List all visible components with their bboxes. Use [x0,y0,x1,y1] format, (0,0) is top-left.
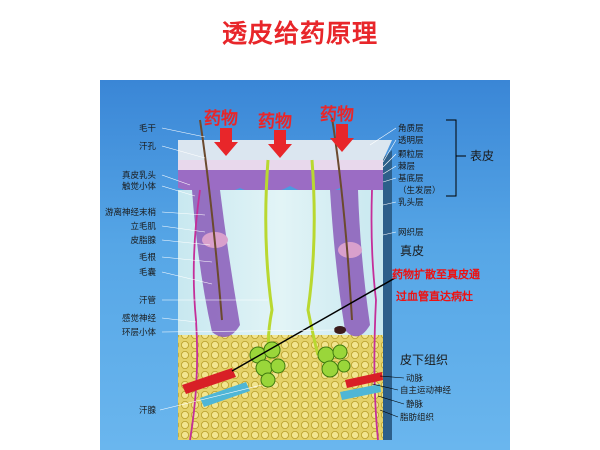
basal-layer [178,170,383,196]
stratum-corneum-layer [178,160,383,170]
label-stratum-lucidum: 透明层 [398,135,424,146]
label-tactile-corpuscle: 触觉小体 [122,181,157,192]
drug-label-2: 药物 [258,111,292,132]
label-stratum-corneum: 角质层 [398,123,424,134]
vein-right [340,384,381,400]
label-germinative-layer: （生发层） [398,185,441,196]
hair-shaft-left [199,119,223,321]
label-papillary-layer: 乳头层 [398,197,424,208]
sensory-nerve [189,189,201,441]
hair-follicle-right [330,190,370,337]
label-sensory-nerve: 感觉神经 [122,313,157,324]
label-sweat-duct: 汗管 [139,295,156,306]
right-leader-lines [369,127,397,236]
label-vein: 静脉 [406,399,424,410]
label-lamellar-corpuscle: 环层小体 [122,327,157,338]
epidermis-bracket [446,119,457,197]
label-autonomic-nerve: 自主运动神经 [400,385,452,396]
label-dermis: 真皮 [400,244,424,258]
label-hair-root: 毛根 [139,252,157,263]
label-hypodermis: 皮下组织 [400,353,448,367]
autonomic-nerve [370,189,379,441]
vein-left [200,382,250,407]
drug-label-1: 药物 [204,108,238,129]
annotation-line-2: 过血管直达病灶 [396,289,473,303]
label-arrector-pili: 立毛肌 [130,221,156,232]
sebaceous-gland-right [338,242,362,258]
label-epidermis: 表皮 [470,149,494,163]
label-stratum-granulosum: 颗粒层 [398,149,424,160]
annotation-line-1: 药物扩散至真皮通 [392,267,480,281]
label-stratum-basale: 基底层 [398,173,424,184]
sweat-gland-right [317,344,351,378]
drug-arrows [214,124,354,158]
drug-label-3: 药物 [320,104,354,125]
label-sebaceous-gland: 皮脂腺 [130,235,156,246]
label-pore: 汗孔 [139,141,157,152]
label-stratum-spinosum: 棘层 [398,162,415,172]
block-side-face [383,150,392,440]
subcutaneous-fat-layer [178,335,383,440]
sweat-duct-right [306,159,320,356]
sweat-gland-left [249,341,286,388]
label-artery: 动脉 [406,373,424,384]
label-sweat-gland: 汗腺 [139,405,157,416]
label-hair-shaft: 毛干 [139,123,157,134]
label-free-nerve-ending: 游离神经末梢 [105,207,157,218]
left-leader-lines [159,127,336,411]
slide-title: 透皮给药原理 [221,19,378,48]
label-reticular-layer: 网织层 [398,227,424,238]
label-hair-follicle: 毛囊 [139,267,157,278]
diffusion-pointer-line [231,277,396,372]
pacinian-corpuscle [334,326,346,334]
artery-left [182,368,236,394]
label-dermal-papilla: 真皮乳头 [122,170,157,181]
artery-right [345,372,383,388]
bottom-right-leader-lines [371,375,405,418]
label-adipose-tissue: 脂肪组织 [400,412,434,423]
